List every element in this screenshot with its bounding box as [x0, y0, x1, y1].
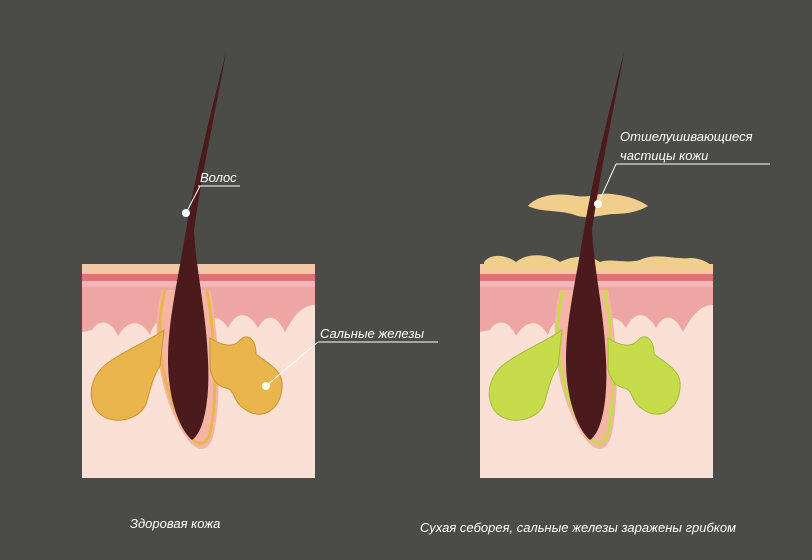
seborrhea-hair-shaft — [566, 52, 624, 440]
seborrhea-caption: Сухая себорея, сальные железы заражены г… — [420, 520, 737, 535]
hair-leader-line — [185, 185, 201, 214]
flakes-marker-dot — [594, 200, 602, 208]
flakes-label-line1: Отшелушивающиеся — [620, 129, 753, 144]
healthy-hair-shaft — [168, 52, 226, 440]
glands-leader-line — [265, 341, 319, 387]
infected-sebaceous-gland-right — [607, 336, 681, 415]
healthy-skin-caption: Здоровая кожа — [130, 516, 221, 531]
healthy-sebaceous-gland-right — [209, 336, 283, 415]
surface-flakes — [484, 255, 712, 270]
healthy-skin-section: Волос Сальные железы — [82, 52, 438, 478]
sebaceous-glands-label: Сальные железы — [320, 326, 425, 341]
hair-marker-dot — [182, 209, 190, 217]
glands-marker-dot — [262, 382, 270, 390]
seborrhea-skin-section: Отшелушивающиеся частицы кожи — [480, 52, 770, 478]
infected-sebaceous-gland-left — [488, 328, 563, 421]
flakes-label-line2: частицы кожи — [620, 148, 708, 163]
healthy-skin-surface — [82, 264, 315, 274]
healthy-sebaceous-gland-left — [90, 328, 165, 421]
hair-label: Волос — [200, 170, 237, 185]
floating-skin-flake — [528, 193, 648, 218]
flakes-leader-line — [597, 163, 617, 205]
